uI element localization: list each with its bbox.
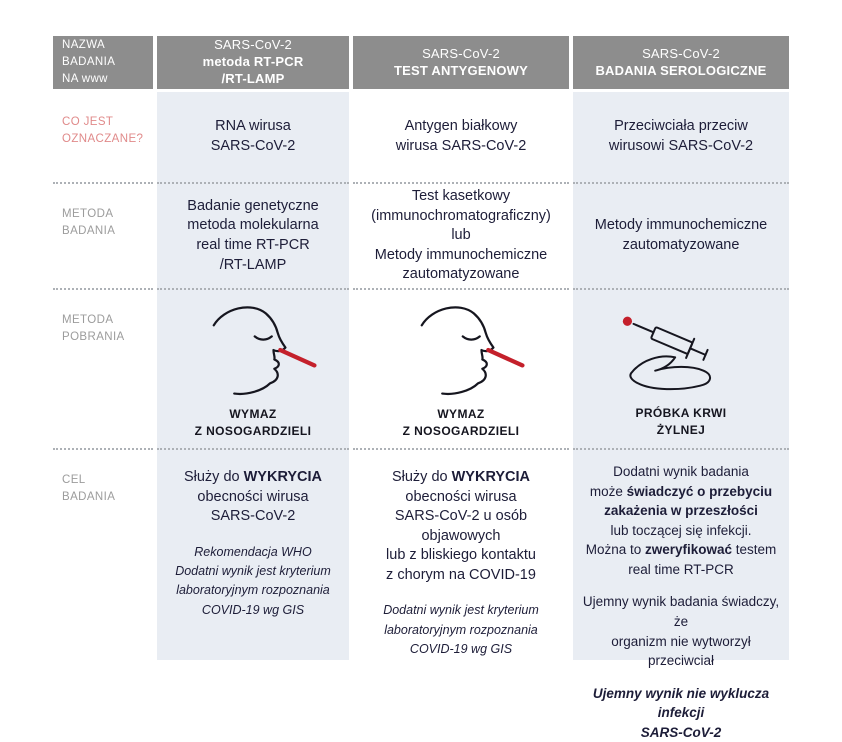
header-col-rtpcr-line2: metoda RT-PCR /RT-LAMP (202, 54, 304, 86)
hand-syringe-icon (622, 316, 711, 391)
cel-rtpcr-note: Rekomendacja WHO Dodatni wynik jest kryt… (175, 544, 331, 617)
cel-antygenowy-note: Dodatni wynik jest kryterium laboratoryj… (383, 603, 539, 657)
cel-antygenowy-seg3: obecności wirusa SARS-CoV-2 u osób objaw… (386, 488, 536, 583)
header-col-antygenowy-line2: TEST ANTYGENOWY (394, 62, 528, 78)
cel-antygenowy-seg1: Służy do (391, 469, 452, 485)
cel-serologiczne-seg5: testem real time RT-PCR (628, 542, 777, 577)
header-col-serologiczne-line1: SARS-CoV-2 (642, 45, 720, 61)
pobranie-caption-serologiczne: PRÓBKA KRWI ŻYLNEJ (635, 406, 727, 437)
cell-pobranie-rtpcr: WYMAZ Z NOSOGARDZIELI (157, 288, 349, 448)
cell-metoda-badania-antygenowy: Test kasetkowy (immunochromatograficzny)… (353, 182, 569, 288)
cell-pobranie-antygenowy: WYMAZ Z NOSOGARDZIELI (353, 288, 569, 448)
pobranie-caption-antygenowy: WYMAZ Z NOSOGARDZIELI (402, 407, 520, 439)
row-label-co-jest-oznaczane: CO JEST OZNACZANE? (62, 116, 144, 146)
row-label-metoda-pobrania: METODA POBRANIA (53, 288, 153, 448)
row-label-cel-badania: CEL BADANIA (53, 448, 153, 660)
cel-antygenowy-paragraph: Służy do WYKRYCIA obecności wirusa SARS-… (386, 468, 536, 585)
cell-cel-serologiczne: Dodatni wynik badania może świadczyć o p… (573, 448, 789, 740)
header-col-rtpcr-line1: SARS-CoV-2 (214, 37, 292, 53)
header-row-label: NAZWA BADANIA NA www (62, 39, 116, 85)
cell-cel-rtpcr: Służy do WYKRYCIA obecności wirusa SARS-… (157, 448, 349, 660)
cel-serologiczne-seg1: Dodatni wynik badania może (589, 464, 749, 499)
cel-serologiczne-seg2: świadczyć o przebyciu zakażenia w przesz… (604, 483, 773, 519)
cel-serologiczne-seg4: zweryfikować (644, 542, 733, 558)
cell-oznaczane-antygenowy: Antygen białkowy wirusa SARS-CoV-2 (395, 118, 527, 154)
cell-metoda-badania-rtpcr: Badanie genetyczne metoda molekularna re… (157, 182, 349, 288)
face-swab-icon (420, 306, 525, 396)
cell-oznaczane-serologiczne: Przeciwciała przeciw wirusowi SARS-CoV-2 (573, 92, 789, 182)
cel-serologiczne-paragraph2: Ujemny wynik badania świadczy, że organi… (582, 594, 780, 669)
cell-pobranie-serologiczne: PRÓBKA KRWI ŻYLNEJ (573, 288, 789, 448)
cel-serologiczne-paragraph1: Dodatni wynik badania może świadczyć o p… (586, 462, 777, 579)
cel-antygenowy-seg2: WYKRYCIA (451, 469, 531, 485)
header-col-antygenowy-line1: SARS-CoV-2 (422, 45, 500, 61)
header-col-serologiczne-line2: BADANIA SEROLOGICZNE (595, 62, 767, 78)
cel-rtpcr-seg2: WYKRYCIA (243, 469, 323, 485)
cel-rtpcr-paragraph: Służy do WYKRYCIA obecności wirusa SARS-… (184, 468, 322, 527)
cel-serologiczne-paragraph3: Ujemny wynik nie wyklucza infekcji SARS-… (592, 685, 770, 740)
cell-oznaczane-rtpcr: RNA wirusa SARS-CoV-2 (157, 92, 349, 182)
cel-serologiczne-seg3: lub toczącej się infekcji. Można to (585, 522, 752, 558)
face-swab-icon (212, 306, 317, 396)
cell-cel-antygenowy: Służy do WYKRYCIA obecności wirusa SARS-… (353, 448, 569, 660)
cel-rtpcr-seg1: Służy do (183, 469, 244, 485)
row-label-metoda-badania: METODA BADANIA (53, 182, 153, 288)
header-row-label-cell: NAZWA BADANIA NA www (53, 36, 153, 92)
cell-metoda-badania-serologiczne: Metody immunochemiczne zautomatyzowane (573, 182, 789, 288)
pobranie-caption-rtpcr: WYMAZ Z NOSOGARDZIELI (194, 407, 312, 439)
cel-rtpcr-seg3: obecności wirusa SARS-CoV-2 (197, 488, 309, 525)
